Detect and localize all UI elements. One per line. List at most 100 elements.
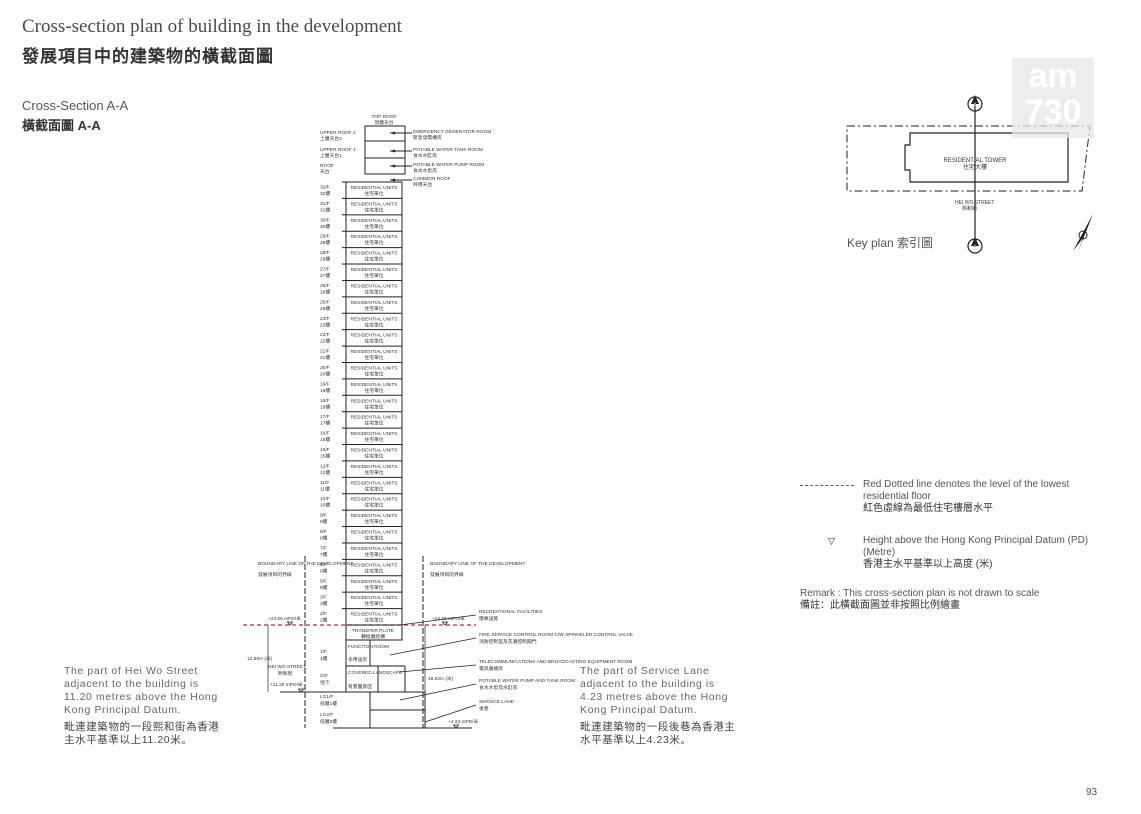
key-plan-tower-label: RESIDENTIAL TOWER [944,158,1008,164]
roof-level-label: UPPER ROOF 2 [320,130,356,136]
boundary-label-right: BOUNDARY LINE OF THE DEVELOPMENT [430,561,525,567]
floor-label: 6/F [320,562,327,568]
floor-label: 32/F [320,185,330,191]
facility-leader-line [399,664,477,673]
site-boundary-outline [846,125,1091,192]
floor-label: 9/F [320,513,327,519]
residential-units-label: RESIDENTIAL UNITS [351,530,398,536]
floor-label-zh: 20樓 [320,370,330,377]
residential-units-label: RESIDENTIAL UNITS [351,464,398,470]
residential-units-label-zh: 住宅單位 [364,321,383,328]
key-plan-tower-label-zh: 住宅大樓 [963,163,987,171]
remark: Remark : This cross-section plan is not … [800,588,1039,612]
covered-landscape-label-zh: 有蓋園景區 [348,683,372,690]
residential-units-label-zh: 住宅單位 [364,403,383,410]
floor-label-zh: 30樓 [320,223,330,230]
remark-zh: 備註：此橫截面圖並非按照比例繪畫 [800,600,960,611]
boundary-label-right-zh: 發展項目的界線 [430,571,464,578]
legend-red-en: Red Dotted line denotes the level of the… [863,479,1070,502]
top-roof-label: TOP ROOF [372,114,397,120]
floor-label: 10/F [320,496,330,502]
residential-units-label: RESIDENTIAL UNITS [351,579,398,585]
floor-label: 21/F [320,349,330,355]
floor-label-zh: 21樓 [320,354,330,361]
boundary-label-left-zh: 發展項目的界線 [258,571,292,578]
residential-units-label-zh: 住宅單位 [364,354,383,361]
key-plan-street-label: HEI WO STREET [955,200,994,206]
residential-units-label-zh: 住宅單位 [364,338,383,345]
podium-facility-label-zh: 康樂設施 [479,615,498,622]
legend: Red Dotted line denotes the level of the… [800,479,1110,571]
north-arrow-icon [1073,214,1093,252]
podium-facility-label: FIRE SERVICE CONTROL ROOM C/W SPRINKLER … [479,632,633,638]
floor-label-zh: 28樓 [320,256,330,263]
legend-red-line: Red Dotted line denotes the level of the… [800,479,1110,515]
residential-units-label: RESIDENTIAL UNITS [351,365,398,371]
level-11-20: +11.20 mPD/米 [270,681,303,688]
page-number: 93 [1086,787,1098,798]
pd-triangle-icon: ▽ [828,536,835,546]
floor-label: 30/F [320,217,330,223]
residential-tower-footprint [904,132,1069,183]
roof-level-label: ROOF [320,163,334,169]
residential-units-label-zh: 住宅單位 [364,436,383,443]
pd-marker-icon [297,688,305,693]
floor-label-zh: 26樓 [320,288,330,295]
residential-units-label-zh: 住宅單位 [364,485,383,492]
floor-label: 18/F [320,398,330,404]
roof-level-label-zh: 上層天台2 [320,135,342,142]
roof-room-label: POTABLE WATER PUMP ROOM [413,162,484,168]
floor-label-zh: 11樓 [320,485,330,492]
roof-level-label-zh: 天台 [320,168,330,175]
hei-wo-street-note-zh: 毗連建築物的一段熙和街為香港主水平基準以上11.20米。 [64,721,220,746]
floor-label: 27/F [320,267,330,273]
legend-red-zh: 紅色虛線為最低住宅樓層水平 [863,503,993,514]
roof-level-label-zh: 上層天台1 [320,152,342,159]
residential-units-label: RESIDENTIAL UNITS [351,448,398,454]
floor-label: 23/F [320,316,330,322]
top-roof-label-zh: 頂層天台 [374,119,393,126]
legend-pd-zh: 香港主水平基準以上高度 (米) [863,559,993,570]
leader-arrow-icon [390,131,395,135]
floor-label: 2/F [320,611,327,617]
residential-units-label-zh: 住宅單位 [364,305,383,312]
section-marker-letter: A [973,103,977,109]
height-12-85: 12.85m (米) [247,655,273,662]
podium-facility-label: POTABLE WATER PUMP AND TANK ROOM [479,678,575,684]
residential-units-label: RESIDENTIAL UNITS [351,480,398,486]
floor-label-zh: 2樓 [320,617,328,624]
floor-label: 28/F [320,250,330,256]
leader-arrow-icon [390,149,395,153]
residential-units-label: RESIDENTIAL UNITS [351,333,398,339]
floor-label: 17/F [320,414,330,420]
roof-room-label: COMMON ROOF [413,176,451,182]
residential-units-label-zh: 住宅單位 [364,272,383,279]
floor-label: 15/F [320,447,330,453]
section-name-en: Cross-Section A-A [22,98,129,113]
level-4-23: +4.23 mPD/米 [448,718,478,725]
covered-landscape-label: COVERED LANDSCAPE [348,670,402,676]
floor-label-zh: 19樓 [320,387,330,394]
floor-label-zh: 3樓 [320,600,328,607]
podium-facility-label: SERVICE LANE [479,699,514,705]
floor-label: 16/F [320,431,330,437]
floor-label-zh: 10樓 [320,502,330,509]
floor-label: 20/F [320,365,330,371]
floor-label-zh: 18樓 [320,403,330,410]
floor-label-zh: 8樓 [320,535,328,542]
residential-units-label: RESIDENTIAL UNITS [351,267,398,273]
floor-label: 12/F [320,463,330,469]
residential-units-label-zh: 住宅單位 [364,420,383,427]
boundary-label-left: BOUNDARY LINE OF THE DEVELOPMENT [258,561,353,567]
transfer-plate-label: TRANSFER PLATE [352,628,394,634]
residential-units-label: RESIDENTIAL UNITS [351,349,398,355]
function-room-label-zh: 多用途房 [348,656,367,663]
pd-marker-icon [452,724,460,729]
1f-label-zh: 1樓 [320,655,328,662]
residential-units-label-zh: 住宅單位 [364,567,383,574]
level-24-05-left: +24.05 mPD/米 [268,615,301,622]
residential-units-label: RESIDENTIAL UNITS [351,431,398,437]
lg2-label-zh: 低層2樓 [320,718,337,725]
floor-label-zh: 32樓 [320,190,330,197]
